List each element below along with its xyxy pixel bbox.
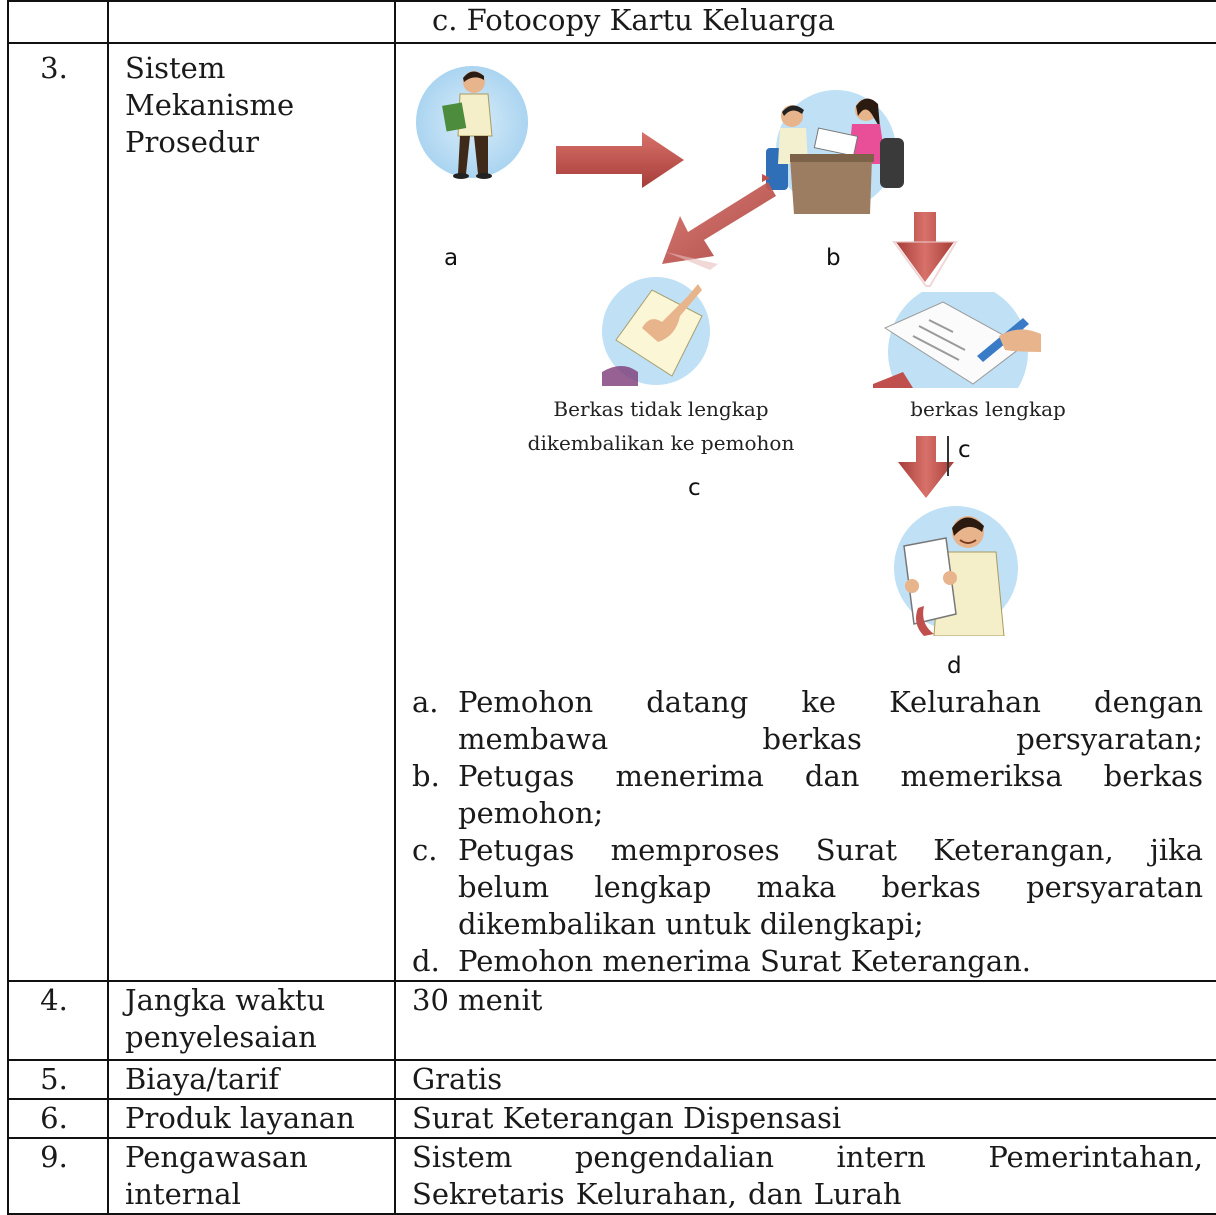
procedure-cell: a b	[394, 42, 1216, 982]
row-number	[7, 0, 109, 44]
row-number: 6.	[7, 1098, 109, 1139]
caption-incomplete-line1: Berkas tidak lengkap	[553, 397, 769, 421]
table-row: 9. Pengawasan internal Sistem pengendali…	[7, 1137, 1216, 1215]
table-row: 5. Biaya/tarif Gratis	[7, 1059, 1216, 1100]
returned-document-illustration	[602, 277, 710, 386]
applicant-receiving-illustration	[894, 506, 1018, 636]
step-marker: b.	[412, 759, 440, 793]
row-label-text: Pengawasan internal	[125, 1140, 308, 1211]
label-c-right: c	[958, 437, 971, 463]
service-table: c. Fotocopy Kartu Keluarga 3. Sistem Mek…	[7, 0, 1216, 1215]
officer-desk-illustration	[762, 90, 904, 214]
row-value: 30 menit	[394, 980, 1216, 1061]
step-text: Pemohon datang ke Kelurahan dengan memba…	[458, 685, 1203, 756]
table-row: c. Fotocopy Kartu Keluarga	[7, 0, 1216, 44]
row-label: Jangka waktu penyelesaian	[107, 980, 396, 1061]
table-row: 3. Sistem Mekanisme Prosedur	[7, 42, 1216, 982]
applicant-walking-illustration	[416, 66, 528, 179]
list-item: d. Pemohon menerima Surat Keterangan.	[412, 943, 1216, 980]
arrow-down-icon	[892, 212, 958, 287]
row-value: Surat Keterangan Dispensasi	[394, 1098, 1216, 1139]
arrow-down-icon	[898, 436, 954, 498]
row-label: Produk layanan	[107, 1098, 396, 1139]
step-text: Petugas memproses Surat Keterangan, jika…	[458, 833, 1203, 941]
row-label-text: Jangka waktu penyelesaian	[125, 983, 326, 1054]
caption-incomplete-line2: dikembalikan ke pemohon	[527, 431, 795, 455]
row-label	[107, 0, 396, 44]
step-marker: d.	[412, 944, 440, 978]
label-d: d	[947, 653, 962, 679]
list-item: a. Pemohon datang ke Kelurahan dengan me…	[412, 684, 1216, 758]
row-value: c. Fotocopy Kartu Keluarga	[394, 0, 1216, 44]
procedure-steps: a. Pemohon datang ke Kelurahan dengan me…	[412, 684, 1216, 980]
list-item: b. Petugas menerima dan memeriksa berkas…	[412, 758, 1216, 832]
step-marker: c.	[412, 833, 438, 867]
label-b: b	[826, 245, 841, 271]
step-marker: a.	[412, 685, 439, 719]
row-value: Gratis	[394, 1059, 1216, 1100]
caption-incomplete: Berkas tidak lengkap dikembalikan ke pem…	[506, 392, 816, 460]
row-label: Biaya/tarif	[107, 1059, 396, 1100]
row-label: Pengawasan internal	[107, 1137, 396, 1215]
row-number: 5.	[7, 1059, 109, 1100]
row-label-text: Sistem Mekanisme Prosedur	[125, 51, 295, 159]
row-number: 3.	[7, 42, 109, 982]
procedure-diagram: a b	[396, 44, 1196, 684]
label-a: a	[444, 245, 459, 271]
label-c-left: c	[688, 475, 701, 501]
row-label: Sistem Mekanisme Prosedur	[107, 42, 396, 982]
step-text: Pemohon menerima Surat Keterangan.	[458, 944, 1032, 978]
row-number: 4.	[7, 980, 109, 1061]
signing-document-illustration	[873, 292, 1041, 388]
list-item: c. Petugas memproses Surat Keterangan, j…	[412, 832, 1216, 943]
row-number: 9.	[7, 1137, 109, 1215]
row-value: Sistem pengendalian intern Pemerintahan,…	[394, 1137, 1216, 1215]
table-row: 6. Produk layanan Surat Keterangan Dispe…	[7, 1098, 1216, 1139]
table-row: 4. Jangka waktu penyelesaian 30 menit	[7, 980, 1216, 1061]
arrow-right-icon	[556, 132, 684, 188]
row-value-text: Sistem pengendalian intern Pemerintahan,…	[412, 1140, 1203, 1211]
caption-complete: berkas lengkap	[910, 397, 1066, 421]
arrow-down-left-icon	[662, 182, 776, 270]
step-text: Petugas menerima dan memeriksa berkas pe…	[458, 759, 1203, 830]
